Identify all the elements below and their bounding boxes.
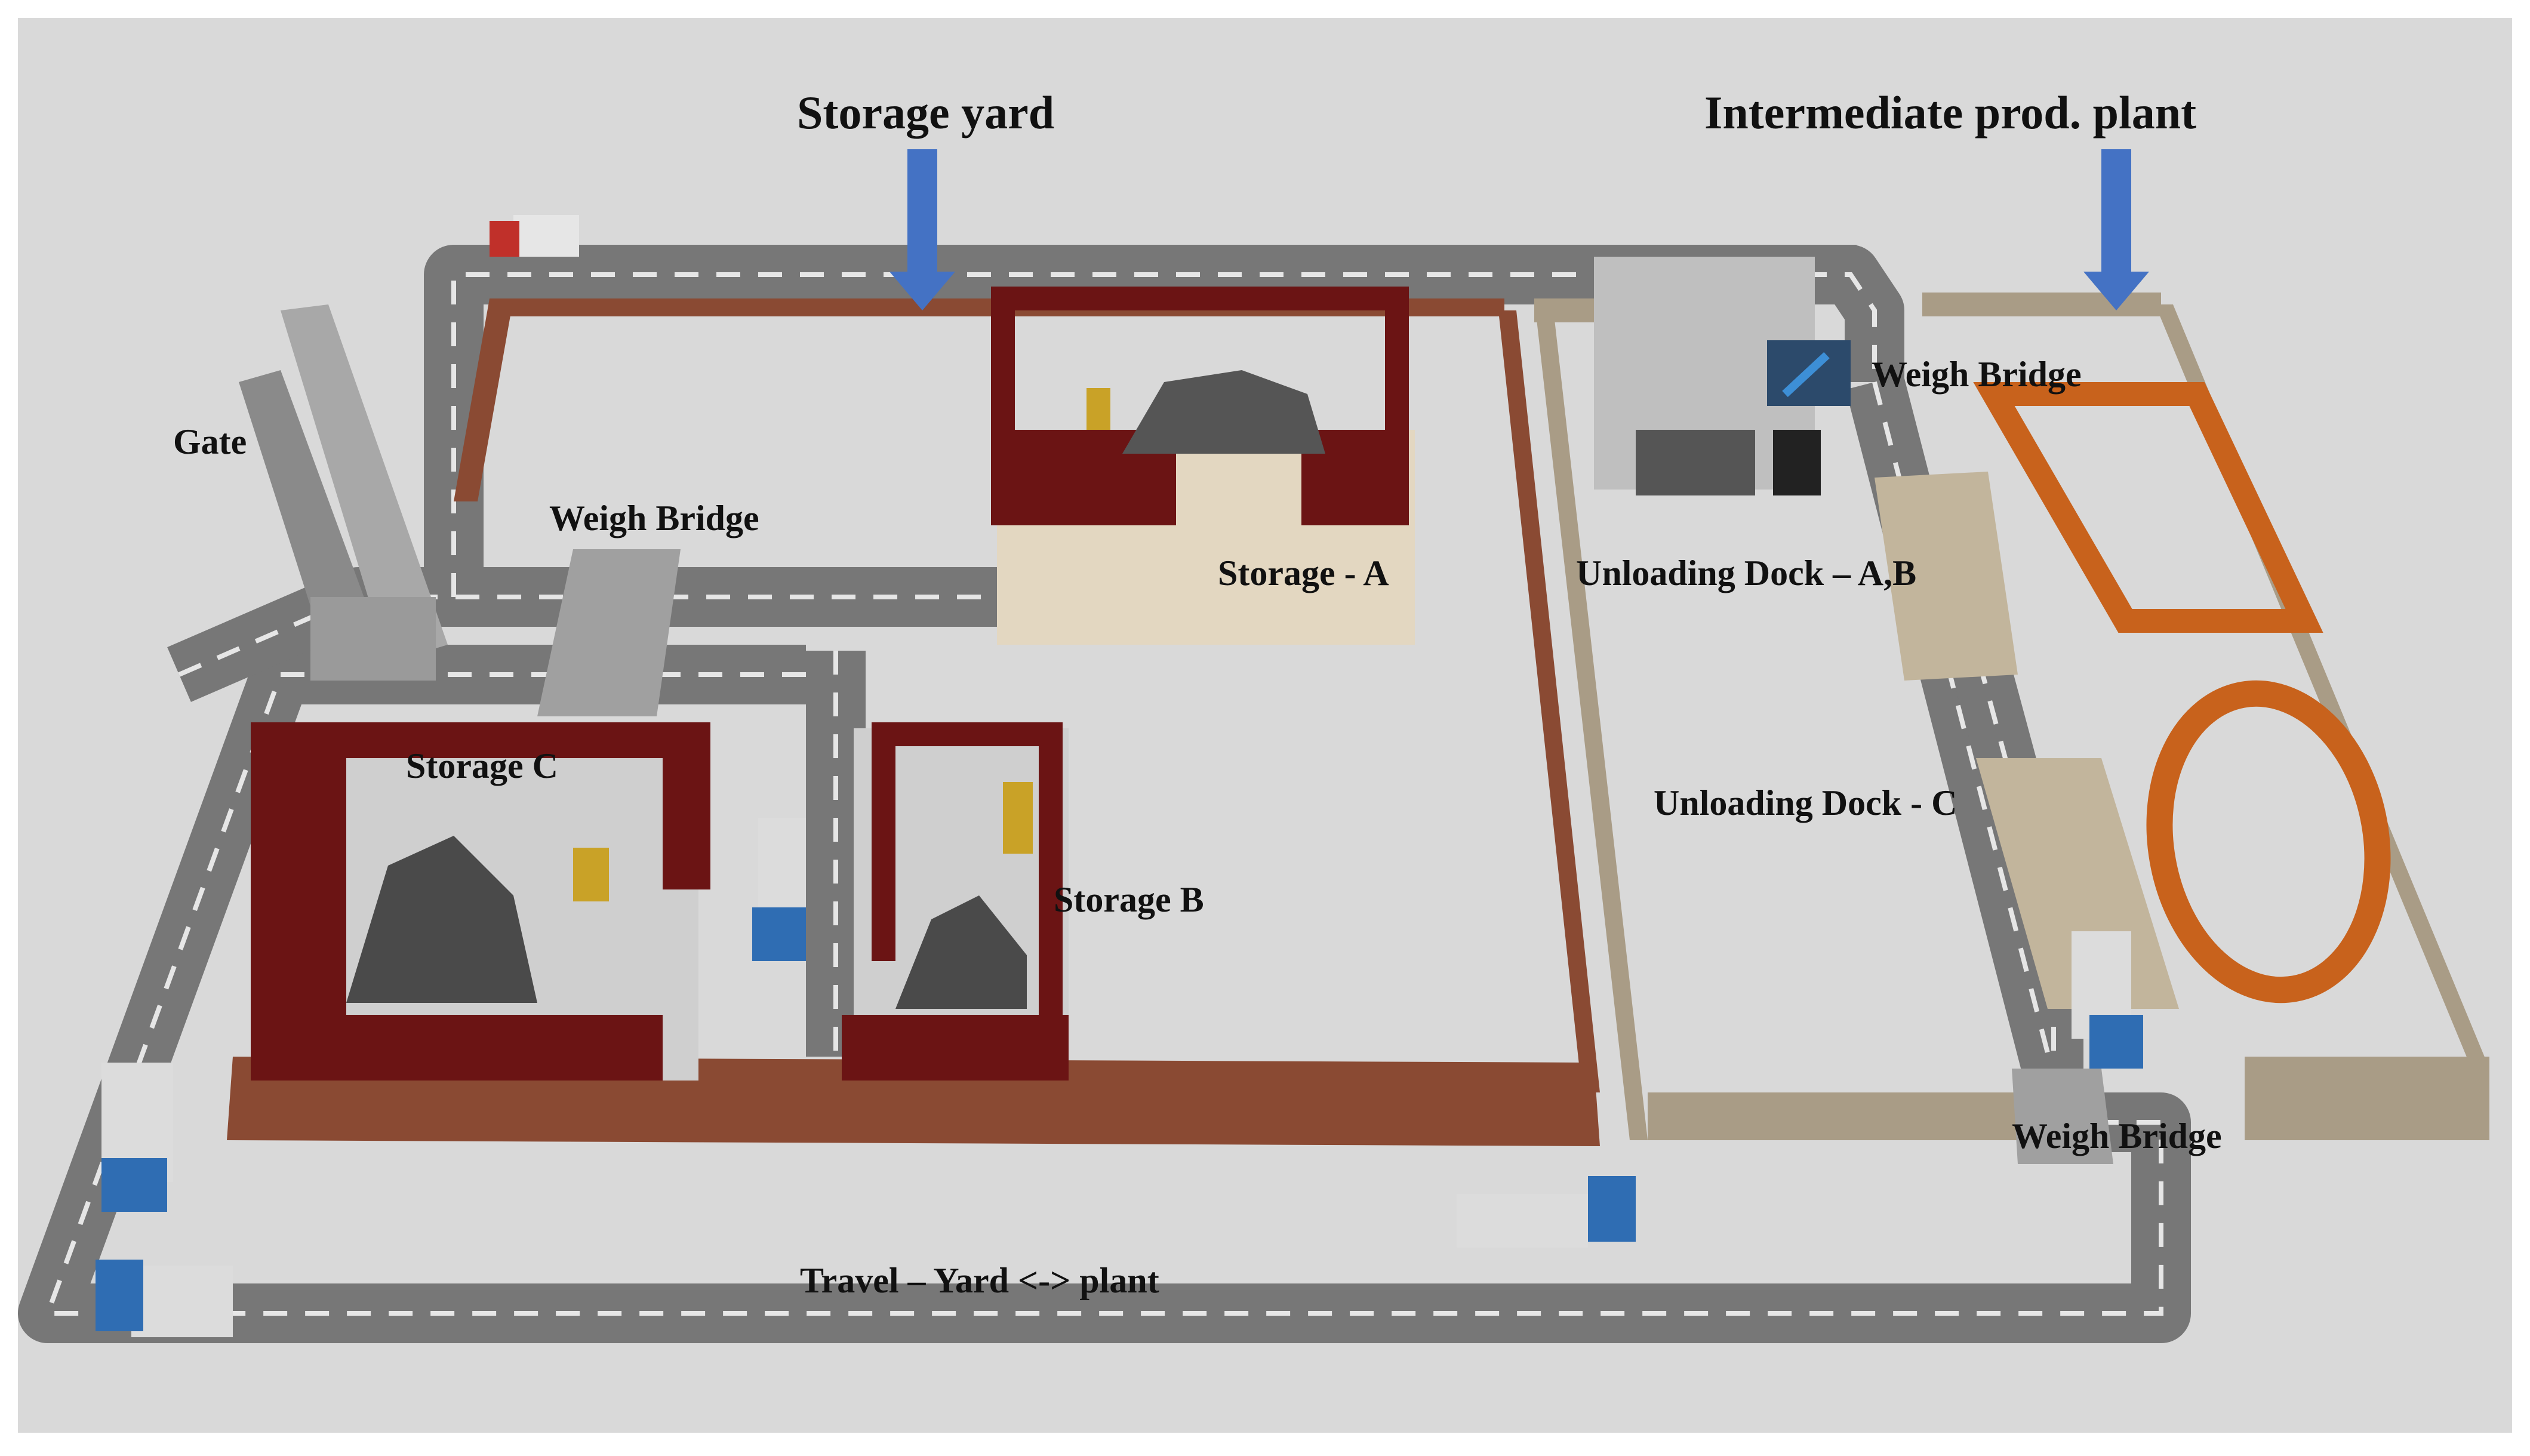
gate-tower bbox=[239, 304, 448, 681]
weigh-bridge-plant-top-label: Weigh Bridge bbox=[1872, 355, 2082, 394]
intermediate-plant-label: Intermediate prod. plant bbox=[1704, 87, 2197, 138]
plant-building bbox=[1594, 257, 1851, 495]
unloading-dock-c-label: Unloading Dock - C bbox=[1654, 783, 1957, 823]
storage-a-back-wall bbox=[997, 287, 1409, 310]
unloading-dock-ab-pad bbox=[1875, 472, 2018, 681]
forklift-icon bbox=[1003, 782, 1033, 854]
down-arrow-icon bbox=[889, 149, 955, 310]
weigh-bridge-yard-label: Weigh Bridge bbox=[549, 498, 759, 538]
forklift-icon bbox=[573, 848, 609, 901]
brick-wall-left bbox=[454, 298, 513, 501]
storage-a-label: Storage - A bbox=[1218, 553, 1389, 593]
storage-b-building bbox=[842, 722, 1069, 1081]
storage-c-label: Storage C bbox=[406, 746, 558, 786]
weigh-bridge-plant-bottom-pad bbox=[2012, 1069, 2113, 1164]
gate-label: Gate bbox=[173, 422, 247, 461]
truck-icon bbox=[1457, 1176, 1636, 1248]
truck-icon bbox=[2072, 931, 2143, 1069]
unloading-dock-ab-label: Unloading Dock – A,B bbox=[1576, 553, 1917, 593]
storage-b-label: Storage B bbox=[1054, 880, 1204, 919]
travel-label: Travel – Yard <-> plant bbox=[800, 1261, 1159, 1300]
truck-icon bbox=[490, 215, 579, 257]
storage-c-building bbox=[251, 722, 710, 1081]
coal-pile-icon bbox=[895, 895, 1027, 1009]
truck-icon bbox=[96, 1260, 233, 1337]
storage-a-building bbox=[991, 287, 1415, 645]
forklift-icon bbox=[1087, 388, 1110, 430]
brick-wall-right bbox=[1498, 310, 1600, 1092]
storage-yard-label: Storage yard bbox=[797, 87, 1055, 138]
coal-pile-icon bbox=[346, 836, 537, 1003]
plant-enclosure bbox=[1973, 382, 2391, 1003]
wrench-icon bbox=[1767, 343, 1845, 403]
down-arrow-icon bbox=[2083, 149, 2149, 310]
weigh-bridge-plant-bottom-label: Weigh Bridge bbox=[2012, 1116, 2222, 1156]
truck-icon bbox=[752, 818, 806, 961]
weigh-bridge-yard-pad bbox=[537, 549, 681, 716]
truck-icon bbox=[101, 1063, 173, 1212]
coal-pile-icon bbox=[1122, 370, 1325, 454]
